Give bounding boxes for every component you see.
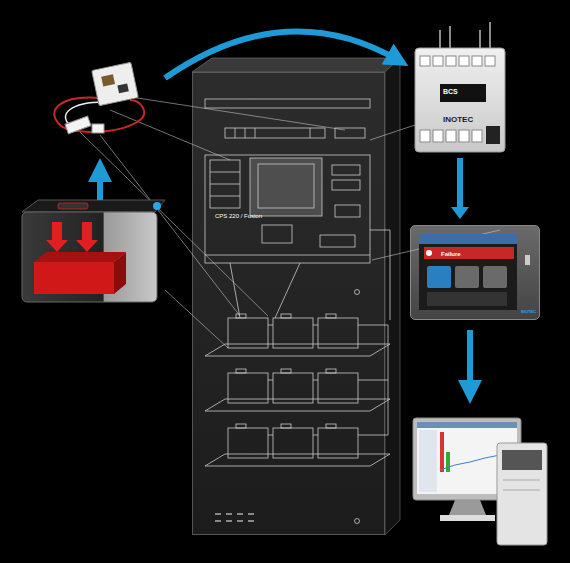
module-label: BCS [443, 88, 458, 95]
brand-label: INOTEC [521, 310, 536, 314]
battery-sensor [54, 62, 144, 134]
status-text: Failure [441, 251, 461, 257]
control-cabinet: CPS 220 / Fusion [192, 72, 385, 535]
touch-panel: FailureINOTEC [410, 225, 540, 320]
arrow-shaft [457, 158, 463, 209]
bcs-module [415, 22, 505, 152]
monitor [413, 418, 547, 545]
bcs-module-box: BCS INOTEC [415, 48, 505, 152]
cabinet-label: CPS 220 / Fusion [215, 213, 262, 219]
battery [22, 200, 165, 302]
brand-label: INOTEC [443, 116, 473, 124]
flow-arrow [451, 158, 469, 219]
cabinet-shell [192, 58, 400, 535]
arrow-head [451, 207, 469, 219]
